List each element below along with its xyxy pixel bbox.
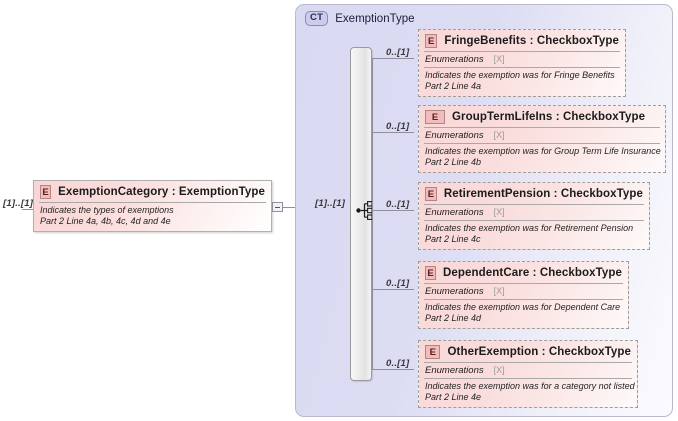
- annotation-line-2: Part 2 Line 4e: [425, 392, 482, 402]
- element-annotation: Indicates the exemption was for Retireme…: [419, 221, 649, 249]
- facet-row: Enumerations [X]: [419, 284, 628, 299]
- divider: [424, 283, 623, 284]
- annotation-line-1: Indicates the types of exemptions: [40, 205, 174, 215]
- connector-vertical-trunk: [372, 58, 373, 370]
- facet-label: Enumerations: [425, 207, 484, 218]
- annotation-line-1: Indicates the exemption was for Group Te…: [425, 146, 661, 156]
- divider: [424, 220, 644, 221]
- element-annotation: Indicates the exemption was for Dependen…: [419, 300, 628, 328]
- annotation-line-2: Part 2 Line 4d: [425, 313, 482, 323]
- element-header: E GroupTermLifeIns : CheckboxType: [419, 106, 665, 127]
- cardinality-child-3: 0..[1]: [386, 199, 410, 210]
- connector-to-child-2: [372, 132, 414, 133]
- facet-row: Enumerations [X]: [419, 128, 665, 143]
- facet-flag: [X]: [493, 207, 505, 217]
- annotation-line-2: Part 2 Line 4a, 4b, 4c, 4d and 4e: [40, 216, 171, 226]
- facet-flag: [X]: [493, 286, 505, 296]
- facet-flag: [X]: [493, 54, 505, 64]
- complex-type-title: ExemptionType: [335, 12, 415, 25]
- element-header: E FringeBenefits : CheckboxType: [419, 30, 625, 51]
- element-name-label: RetirementPension : CheckboxType: [443, 188, 643, 200]
- facet-label: Enumerations: [425, 54, 484, 65]
- element-box-exemption-category[interactable]: E ExemptionCategory : ExemptionType Indi…: [33, 180, 272, 232]
- facet-label: Enumerations: [425, 365, 484, 376]
- annotation-line-2: Part 2 Line 4c: [425, 234, 481, 244]
- element-annotation: Indicates the exemption was for a catego…: [419, 379, 637, 407]
- facet-row: Enumerations [X]: [419, 205, 649, 220]
- element-chip-icon: E: [425, 34, 438, 48]
- root-inner-cardinality: [1]..[1]: [315, 198, 346, 209]
- root-outer-cardinality: [1]..[1]: [3, 198, 34, 209]
- divider: [424, 67, 620, 68]
- element-name-label: OtherExemption : CheckboxType: [447, 346, 631, 358]
- facet-label: Enumerations: [425, 286, 484, 297]
- complex-type-badge: CT ExemptionType: [305, 11, 415, 26]
- element-box-retirement-pension[interactable]: E RetirementPension : CheckboxType Enume…: [418, 182, 650, 250]
- annotation-line-2: Part 2 Line 4b: [425, 157, 482, 167]
- divider: [424, 51, 620, 52]
- element-chip-icon: E: [425, 345, 441, 359]
- facet-flag: [X]: [493, 365, 505, 375]
- element-box-fringe-benefits[interactable]: E FringeBenefits : CheckboxType Enumerat…: [418, 29, 626, 97]
- cardinality-child-1: 0..[1]: [386, 47, 410, 58]
- element-box-group-term-life-ins[interactable]: E GroupTermLifeIns : CheckboxType Enumer…: [418, 105, 666, 173]
- element-annotation: Indicates the types of exemptions Part 2…: [34, 203, 271, 231]
- cardinality-child-4: 0..[1]: [386, 278, 410, 289]
- cardinality-child-5: 0..[1]: [386, 358, 410, 369]
- element-header-exemption-category: E ExemptionCategory : ExemptionType: [34, 181, 271, 202]
- element-annotation: Indicates the exemption was for Fringe B…: [419, 68, 625, 96]
- element-chip-icon: E: [425, 266, 437, 280]
- divider: [424, 204, 644, 205]
- element-chip-icon: E: [425, 187, 437, 201]
- divider: [424, 378, 632, 379]
- divider: [424, 299, 623, 300]
- divider: [39, 202, 266, 203]
- connector-to-child-3: [372, 210, 414, 211]
- connector-root-left: [22, 209, 34, 210]
- element-annotation: Indicates the exemption was for Group Te…: [419, 144, 665, 172]
- element-name-label: FringeBenefits : CheckboxType: [444, 35, 619, 47]
- divider: [424, 127, 660, 128]
- connector-to-child-1: [372, 58, 414, 59]
- divider: [424, 143, 660, 144]
- facet-label: Enumerations: [425, 130, 484, 141]
- element-name-label: GroupTermLifeIns : CheckboxType: [452, 111, 646, 123]
- annotation-line-1: Indicates the exemption was for Retireme…: [425, 223, 634, 233]
- element-header: E DependentCare : CheckboxType: [419, 262, 628, 283]
- facet-row: Enumerations [X]: [419, 363, 637, 378]
- element-name-label: ExemptionCategory : ExemptionType: [58, 186, 265, 198]
- facet-row: Enumerations [X]: [419, 52, 625, 67]
- element-box-dependent-care[interactable]: E DependentCare : CheckboxType Enumerati…: [418, 261, 629, 329]
- annotation-line-1: Indicates the exemption was for Dependen…: [425, 302, 621, 312]
- connector-to-child-5: [372, 369, 414, 370]
- element-chip-icon: E: [40, 185, 52, 199]
- complextype-chip-icon: CT: [305, 11, 329, 26]
- annotation-line-2: Part 2 Line 4a: [425, 81, 482, 91]
- element-header: E OtherExemption : CheckboxType: [419, 341, 637, 362]
- element-header: E RetirementPension : CheckboxType: [419, 183, 649, 204]
- cardinality-child-2: 0..[1]: [386, 121, 410, 132]
- element-name-label: DependentCare : CheckboxType: [443, 267, 622, 279]
- collapse-toggle-button[interactable]: [272, 202, 283, 212]
- element-chip-icon: E: [425, 110, 445, 124]
- element-box-other-exemption[interactable]: E OtherExemption : CheckboxType Enumerat…: [418, 340, 638, 408]
- divider: [424, 362, 632, 363]
- facet-flag: [X]: [493, 130, 505, 140]
- annotation-line-1: Indicates the exemption was for a catego…: [425, 381, 635, 391]
- annotation-line-1: Indicates the exemption was for Fringe B…: [425, 70, 615, 80]
- sequence-compositor-bar[interactable]: [350, 47, 372, 381]
- connector-to-child-4: [372, 289, 414, 290]
